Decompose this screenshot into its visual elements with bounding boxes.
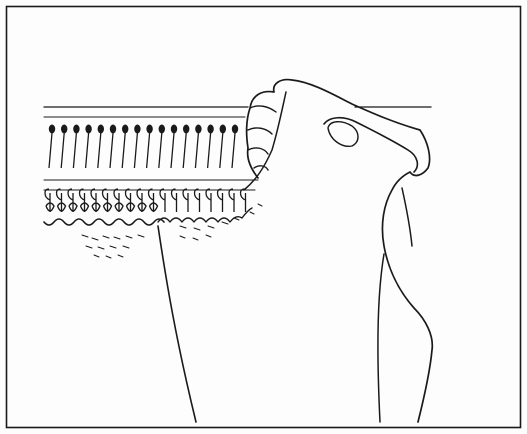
- needle: [61, 125, 67, 169]
- needle-hook-with-stitch: [57, 189, 66, 212]
- needle-hook-empty: [241, 189, 246, 212]
- needle-hook-with-stitch: [137, 189, 146, 212]
- needle-hook-empty: [160, 189, 165, 212]
- knitted-fabric-dashes: [82, 204, 262, 258]
- needle: [134, 125, 140, 169]
- needle: [49, 125, 55, 169]
- needle: [73, 125, 79, 169]
- needle-hook-with-stitch: [80, 189, 89, 212]
- needle-hook-with-stitch: [103, 189, 112, 212]
- needle-hook-with-stitch: [149, 189, 158, 212]
- finger-creases: [248, 106, 276, 170]
- needle: [159, 125, 165, 169]
- needles: [49, 125, 238, 169]
- needle: [183, 125, 189, 169]
- needle: [146, 125, 152, 169]
- needle-hook-with-stitch: [114, 189, 123, 212]
- needle: [207, 125, 213, 169]
- thumbnail: [328, 122, 358, 147]
- needle-hook-empty: [206, 189, 211, 212]
- needle-hook-with-stitch: [126, 189, 135, 212]
- needle-bed: [44, 107, 431, 190]
- figure-frame: [7, 7, 521, 428]
- palm-edge: [402, 188, 412, 246]
- needle: [98, 125, 104, 169]
- needle-hook-empty: [195, 189, 200, 212]
- cast-on-yarn-edge: [44, 219, 164, 225]
- needle-hook-with-stitch: [68, 189, 77, 212]
- needle: [85, 125, 91, 169]
- hand-outline: [247, 80, 433, 422]
- needle: [220, 125, 226, 169]
- needle-hook-with-stitch: [91, 189, 100, 212]
- wrist-line: [378, 254, 384, 422]
- needle-hook-empty: [183, 189, 188, 212]
- cast-on-hooks: [45, 189, 246, 212]
- needle: [122, 125, 128, 169]
- needle-hook-empty: [229, 189, 234, 212]
- needle-hook-with-stitch: [45, 189, 54, 212]
- fabric-left-edge: [158, 226, 196, 422]
- thumb-outline: [324, 118, 417, 172]
- needle: [195, 125, 201, 169]
- needle-hook-empty: [172, 189, 177, 212]
- needle: [171, 125, 177, 169]
- needle: [110, 125, 116, 169]
- needle-hook-empty: [218, 189, 223, 212]
- needle: [232, 125, 238, 169]
